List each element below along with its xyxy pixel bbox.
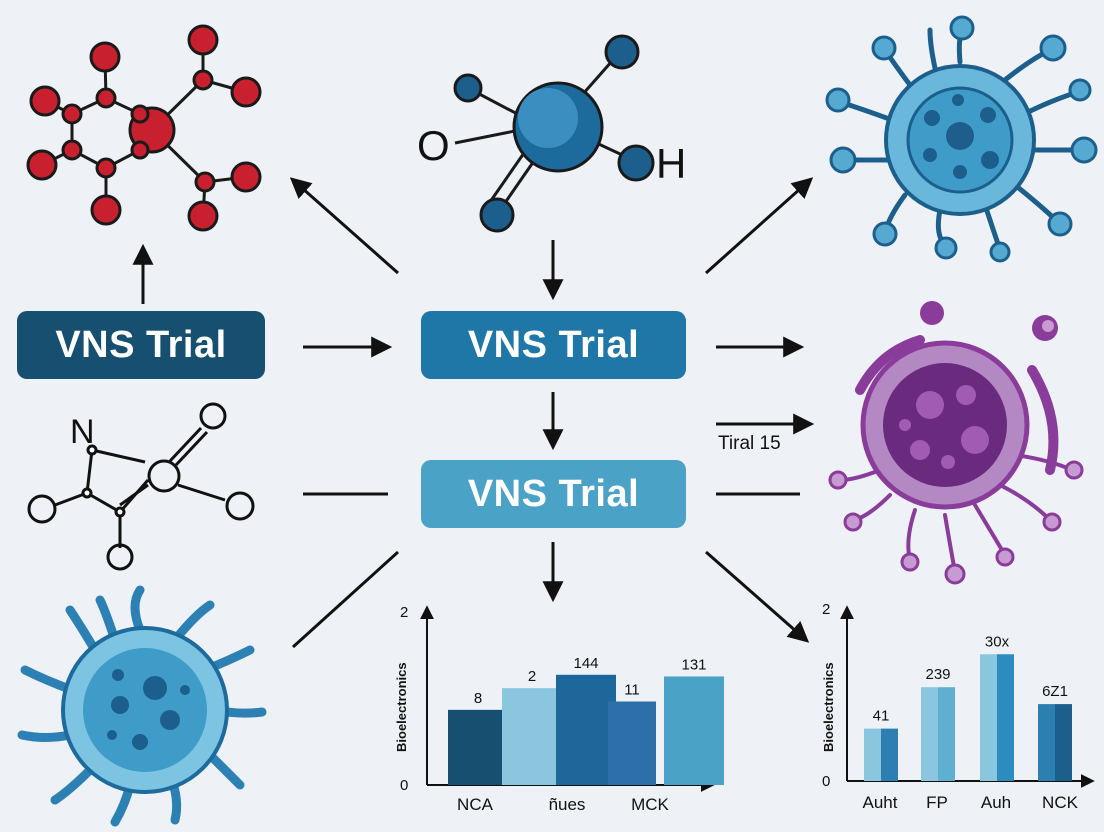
chart-1-y-tick-top: 2 <box>400 604 408 621</box>
chart-2-category-label: FP <box>926 793 948 812</box>
chart-2-category-label: NCK <box>1042 793 1079 812</box>
chart-1-bar-label: 2 <box>528 668 536 685</box>
chart-2-ylabel: Bioelectronics <box>821 662 836 752</box>
chart-1-y-tick-zero: 0 <box>400 777 408 794</box>
chart-1-categories: NCA ñues MCK <box>457 795 670 814</box>
arrow-center-to-red-molecule <box>289 177 399 275</box>
chart-1-bar-label: 131 <box>681 656 706 673</box>
chart-2-bar-label: 6Z1 <box>1042 683 1068 700</box>
chart-2-bar-shade <box>938 687 955 781</box>
connectors <box>132 177 815 649</box>
atom-h-label: H <box>656 140 687 187</box>
vns-trial-box-mid: VNS Trial <box>421 460 686 528</box>
chart-1-bar <box>556 674 616 785</box>
chart-2-bar <box>864 728 881 781</box>
chart-1-bar <box>664 676 724 785</box>
chart-1-category-label: ñues <box>549 795 586 814</box>
chart-1-category-label: NCA <box>457 795 494 814</box>
vns-trial-label-left: VNS Trial <box>55 323 227 366</box>
blue-cell-icon <box>17 585 267 827</box>
chart-2-bar-label: 239 <box>925 666 950 683</box>
vns-trial-label-mid: VNS Trial <box>467 472 640 515</box>
chart-2-bars: 41 239 30x 6Z1 <box>864 633 1072 781</box>
chart-1: 2 0 Bioelectronics 8 2 144 11 131 NCA ñues MCK <box>394 604 724 814</box>
blue-virus-icon <box>825 15 1098 263</box>
chart-1-bar <box>608 701 656 785</box>
vns-trial-label-center: VNS Trial <box>467 323 640 366</box>
chart-2-bar-shade <box>997 654 1014 781</box>
chart-1-bar-label: 8 <box>474 690 482 707</box>
chart-1-category-label: MCK <box>631 795 669 814</box>
atom-o-label: O <box>417 122 450 169</box>
chart-2-bar <box>1038 704 1055 781</box>
line-mid-to-blue-cell <box>291 550 400 649</box>
chart-2-bar-label: 41 <box>873 708 890 725</box>
chart-2-category-label: Auht <box>863 793 898 812</box>
vns-trial-box-left: VNS Trial <box>17 311 265 379</box>
blue-molecule-icon <box>453 34 655 233</box>
chart-2-category-label: Auh <box>981 793 1011 812</box>
chart-1-ylabel: Bioelectronics <box>394 662 409 752</box>
trial-15-label: Tiral 15 <box>718 433 781 454</box>
red-molecule-icon <box>26 24 262 232</box>
chart-2-y-tick-top: 2 <box>822 601 830 618</box>
chart-2-bar-shade <box>1055 704 1072 781</box>
purple-cell-icon <box>828 301 1084 585</box>
chart-2-bar-label: 30x <box>985 633 1010 650</box>
chart-1-bar <box>502 688 562 785</box>
chart-2-y-tick-zero: 0 <box>822 773 830 790</box>
vns-trial-box-center: VNS Trial <box>421 311 686 379</box>
small-molecule-icon <box>27 402 255 571</box>
chart-2-bar-shade <box>881 728 898 781</box>
arrow-center-to-virus <box>705 177 814 275</box>
chart-2-bar <box>980 654 997 781</box>
chart-1-bar-label: 11 <box>624 682 640 699</box>
chart-1-bar-label: 144 <box>573 655 598 672</box>
chart-2-categories: Auht FP Auh NCK <box>863 793 1079 812</box>
atom-n-label: N <box>70 413 95 451</box>
chart-2-bar <box>921 687 938 781</box>
arrow-mid-to-right-chart <box>705 550 810 643</box>
chart-1-bar <box>448 709 508 785</box>
chart-1-bars: 8 2 144 11 131 <box>448 655 724 785</box>
